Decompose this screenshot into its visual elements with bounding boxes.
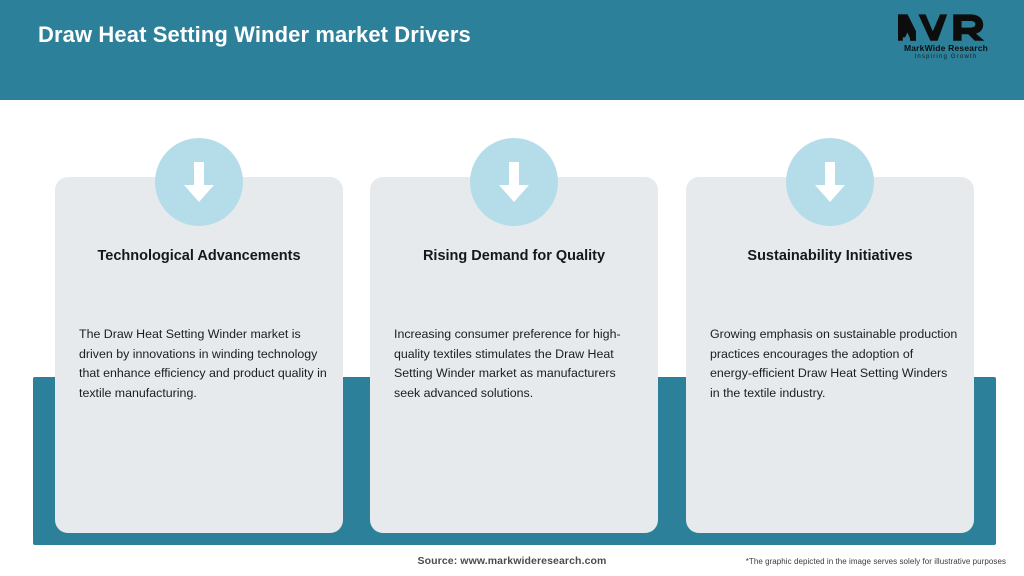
card-title: Rising Demand for Quality bbox=[422, 248, 606, 264]
card-title: Sustainability Initiatives bbox=[747, 248, 913, 264]
card-body-text: The Draw Heat Setting Winder market is d… bbox=[79, 327, 327, 400]
company-logo: MarkWide Research Inspiring Growth bbox=[890, 10, 1002, 68]
arrow-down-glyph bbox=[815, 162, 845, 202]
driver-card-3: Sustainability Initiatives Growing empha… bbox=[664, 138, 996, 545]
footer-disclaimer: *The graphic depicted in the image serve… bbox=[745, 557, 1006, 566]
card-body-text: Increasing consumer preference for high-… bbox=[394, 327, 621, 400]
drivers-card-group: Technological Advancements The Draw Heat… bbox=[0, 100, 1024, 546]
page-header: Draw Heat Setting Winder market Drivers … bbox=[0, 0, 1024, 100]
driver-card-1: Technological Advancements The Draw Heat… bbox=[33, 138, 365, 545]
arrow-down-icon bbox=[155, 138, 243, 226]
footer-source: Source: www.markwideresearch.com bbox=[417, 555, 607, 567]
card-title: Technological Advancements bbox=[97, 248, 301, 264]
page-title: Draw Heat Setting Winder market Drivers bbox=[38, 22, 471, 47]
arrow-down-glyph bbox=[499, 162, 529, 202]
mwr-logo-icon bbox=[898, 14, 985, 41]
driver-card-2: Rising Demand for Quality Increasing con… bbox=[348, 138, 680, 545]
card-panel: Rising Demand for Quality Increasing con… bbox=[370, 138, 658, 533]
arrow-down-icon bbox=[786, 138, 874, 226]
card-body-text: Growing emphasis on sustainable producti… bbox=[710, 327, 958, 400]
card-panel: Technological Advancements The Draw Heat… bbox=[55, 138, 343, 533]
logo-tagline: Inspiring Growth bbox=[914, 54, 978, 60]
logo-company-name: MarkWide Research bbox=[903, 43, 989, 53]
arrow-down-glyph bbox=[184, 162, 214, 202]
arrow-down-icon bbox=[470, 138, 558, 226]
card-panel: Sustainability Initiatives Growing empha… bbox=[686, 138, 974, 533]
